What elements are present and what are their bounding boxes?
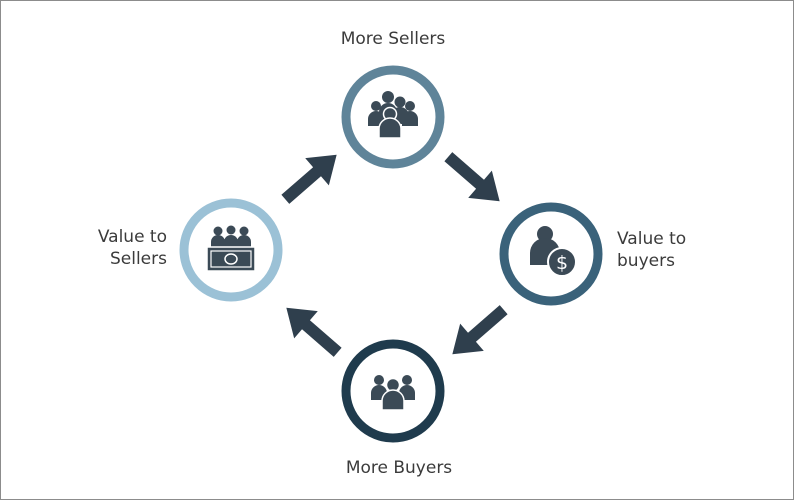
node-ring-right (499, 202, 603, 306)
svg-text:$: $ (556, 252, 568, 274)
node-ring-top (341, 65, 445, 169)
label-value-to-sellers-line1: Value to (97, 227, 167, 247)
arrow-left-to-top (273, 141, 349, 213)
arrow-bottom-to-left (274, 294, 350, 366)
label-value-to-buyers-line2: buyers (617, 251, 675, 271)
group-small-icon (371, 375, 415, 411)
arrow-top-to-right (436, 143, 512, 215)
node-ring-bottom (341, 339, 445, 443)
group-icon (368, 91, 418, 139)
label-value-to-buyers-line1: Value to (617, 229, 687, 249)
label-value-to-sellers-line2: Sellers (109, 249, 167, 269)
label-more-buyers: More Buyers (345, 458, 453, 478)
node-ring-left (179, 198, 283, 302)
label-more-sellers: More Sellers (340, 29, 446, 49)
arrow-right-to-bottom (440, 296, 516, 368)
cash-people-icon (206, 225, 256, 272)
person-dollar-icon: $ (530, 226, 577, 277)
